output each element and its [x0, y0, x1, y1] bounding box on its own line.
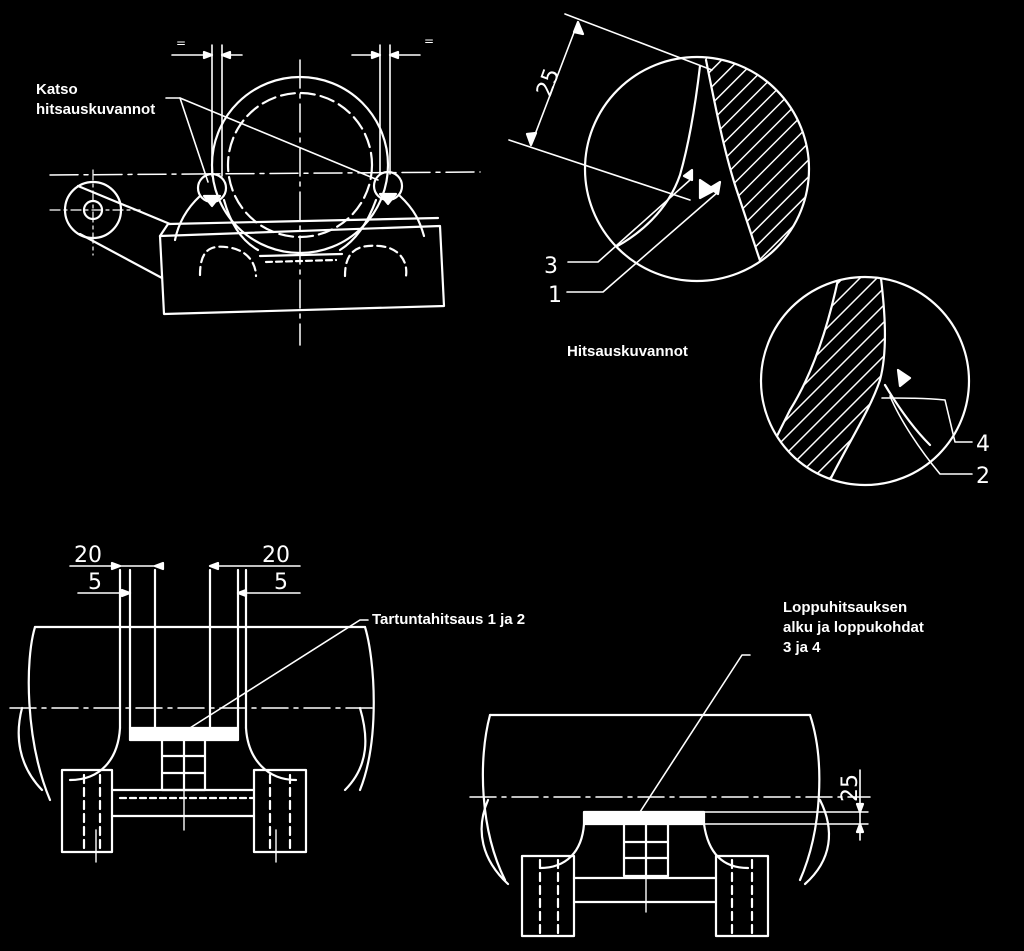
- loppu-label-line1: Loppuhitsauksen: [783, 599, 907, 616]
- bottom-left-view: [9, 561, 376, 863]
- weld-detail-top: [508, 13, 811, 293]
- top-left-equal-mark: =: [176, 36, 186, 50]
- top-right-equal-mark: =: [424, 34, 434, 48]
- callout-4: 4: [976, 432, 990, 457]
- callout-3: 3: [544, 254, 558, 279]
- bottom-right-view: [469, 654, 871, 938]
- left-dimension-20: 20: [74, 543, 102, 568]
- text-layer: = = Katso hitsauskuvannot 25 3 1 Hitsaus…: [36, 34, 990, 802]
- hitsauskuvannot-label: Hitsauskuvannot: [567, 343, 688, 360]
- katso-label-line2: hitsauskuvannot: [36, 101, 155, 118]
- left-dimension-5: 5: [88, 570, 102, 595]
- bottom-right-25-dimension: 25: [838, 774, 863, 802]
- horizontal-center-line: [49, 171, 481, 176]
- loppu-label-line3: 3 ja 4: [783, 639, 821, 656]
- callout-2: 2: [976, 464, 990, 489]
- right-dimension-20: 20: [262, 543, 290, 568]
- top-left-bracket-view: [49, 44, 481, 346]
- callout-1: 1: [548, 283, 562, 308]
- tartunta-label: Tartuntahitsaus 1 ja 2: [372, 611, 525, 628]
- katso-label-line1: Katso: [36, 81, 78, 98]
- right-dimension-5: 5: [274, 570, 288, 595]
- base-block: [158, 224, 446, 316]
- weld-detail-bottom: [759, 275, 973, 487]
- loppu-label-line2: alku ja loppukohdat: [783, 619, 924, 636]
